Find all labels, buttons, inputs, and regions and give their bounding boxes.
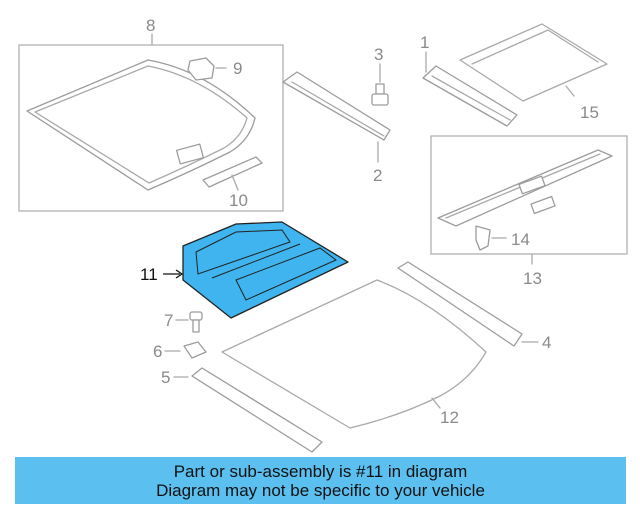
part-13-group: 14 13 xyxy=(430,135,628,288)
callout-12[interactable]: 12 xyxy=(440,408,459,427)
rail-5 xyxy=(191,367,323,453)
bolt-3-head xyxy=(371,93,389,106)
callout-6[interactable]: 6 xyxy=(153,342,162,361)
part-12-group: 12 xyxy=(221,279,487,429)
part-4-group: 4 xyxy=(397,261,551,352)
tray-11-divider xyxy=(211,243,301,279)
callout-14[interactable]: 14 xyxy=(511,230,530,249)
floor-handle xyxy=(175,143,205,165)
banner-line-1: Part or sub-assembly is #11 in diagram xyxy=(173,462,468,481)
callout-4[interactable]: 4 xyxy=(542,333,551,352)
cover-frame-15 xyxy=(459,23,608,102)
callout-9[interactable]: 9 xyxy=(233,59,242,78)
part-11-group: 11 xyxy=(140,221,349,319)
callout-10[interactable]: 10 xyxy=(229,191,248,210)
callout-5[interactable]: 5 xyxy=(161,368,170,387)
rail-2-detail xyxy=(291,81,385,137)
tray-11-compartment-right xyxy=(235,247,337,301)
trim-13-tab xyxy=(518,175,546,195)
callout-7[interactable]: 7 xyxy=(164,311,173,330)
clip-14 xyxy=(475,225,491,251)
clip-6 xyxy=(183,341,207,359)
floor-board-edge xyxy=(34,65,248,184)
callout-13[interactable]: 13 xyxy=(523,269,542,288)
screw-7-shank xyxy=(192,319,200,333)
cover-frame-inner xyxy=(471,29,599,65)
part-5-7-group: 7 6 5 xyxy=(153,311,323,453)
callout-1[interactable]: 1 xyxy=(420,33,429,52)
callout-8[interactable]: 8 xyxy=(146,16,155,35)
part-13-box xyxy=(430,135,628,255)
strap-10 xyxy=(202,156,263,188)
part-10-leader xyxy=(231,174,239,191)
part-12-leader xyxy=(431,397,441,409)
rail-4 xyxy=(397,261,523,347)
part-11-arrow xyxy=(175,269,184,279)
part-8-group: 8 9 10 xyxy=(18,16,284,212)
info-banner: Part or sub-assembly is #11 in diagram D… xyxy=(15,457,626,504)
callout-2[interactable]: 2 xyxy=(373,166,382,185)
screw-7-head xyxy=(189,311,203,321)
rail-2 xyxy=(282,71,391,141)
bracket-1-detail xyxy=(431,75,511,121)
part-8-box xyxy=(18,44,284,212)
tray-11[interactable] xyxy=(182,221,349,319)
hook-9 xyxy=(187,57,215,81)
callout-15[interactable]: 15 xyxy=(580,103,599,122)
tray-11-compartment-left xyxy=(195,229,291,275)
floor-board xyxy=(26,59,256,191)
bolt-3-shank xyxy=(375,83,385,95)
floor-mat-12 xyxy=(221,279,487,429)
part-1-15-group: 1 15 xyxy=(420,23,608,127)
trim-13-tab-2 xyxy=(530,195,556,215)
callout-11[interactable]: 11 xyxy=(140,265,158,284)
part-15-leader xyxy=(565,85,575,97)
banner-line-2: Diagram may not be specific to your vehi… xyxy=(156,481,485,500)
callout-3[interactable]: 3 xyxy=(374,45,383,64)
part-2-3-group: 3 2 xyxy=(282,45,391,185)
bracket-1 xyxy=(422,65,518,127)
